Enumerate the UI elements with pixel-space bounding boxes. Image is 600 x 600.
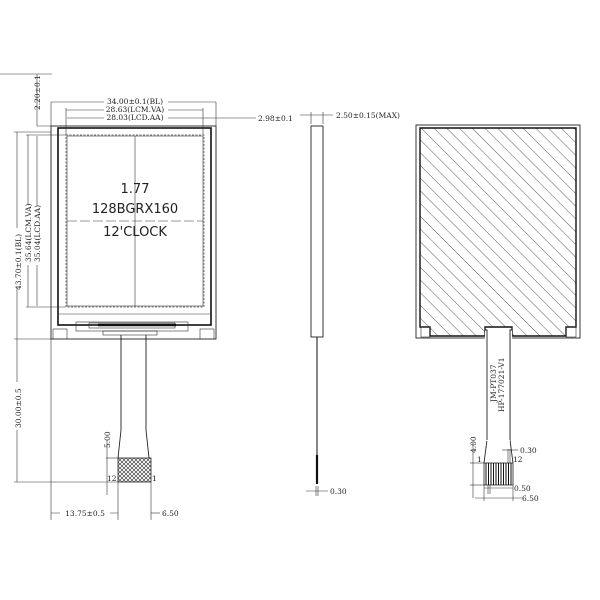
- dim-width-aa: 28.03(LCD.AA): [106, 113, 163, 122]
- dim-height-bl: 43.70±0.1(BL): [14, 234, 23, 290]
- dim-fpc-length: 30.00±0.5: [14, 388, 23, 428]
- active-area: [65, 134, 205, 308]
- fpc-revision: HP-177021-V1: [497, 357, 506, 412]
- dim-back-fpc-width: 6.50: [522, 494, 539, 503]
- backlight-hatched: [419, 127, 577, 337]
- driver-ic-area: [75, 321, 189, 332]
- dim-fpc-thickness: 0.30: [330, 487, 347, 496]
- fpc-part-number: JM-PT037: [489, 364, 498, 403]
- back-fpc-contacts: [483, 449, 514, 486]
- dim-pitch: 0.50: [514, 484, 531, 493]
- panel-size-label: 1.77: [121, 182, 150, 197]
- fpc-cable: [117, 335, 150, 459]
- dim-width-va: 28.63(LCM.VA): [106, 105, 165, 114]
- module-outline: [50, 125, 217, 340]
- back-view: JM-PT037 HP-177021-V1 1 12 4.00 0.30: [415, 124, 581, 503]
- dim-fpc-left-offset: 13.75±0.5: [65, 509, 105, 518]
- dim-pin-width: 0.30: [520, 446, 537, 455]
- dim-thickness: 2.50±0.15(MAX): [336, 111, 400, 120]
- back-pin-label-12: 12: [513, 455, 523, 464]
- dim-right-offset: 2.98±0.1: [258, 114, 293, 123]
- dim-height-va: 35.64(LCM.VA): [24, 203, 33, 262]
- dim-back-tip-length: 4.00: [469, 436, 478, 453]
- pin-label-12: 12: [107, 474, 117, 483]
- dim-height-aa: 35.04(LCD.AA): [33, 205, 42, 262]
- front-view: 12 1 1.77 128BGRX160 12'CLOCK 34.00±0.1(…: [0, 73, 293, 520]
- dim-width-bl: 34.00±0.1(BL): [107, 97, 163, 106]
- resolution-label: 128BGRX160: [92, 202, 178, 217]
- dim-top-offset: 2.20±0.1: [33, 75, 42, 110]
- dim-fpc-width: 6.50: [162, 509, 179, 518]
- back-pin-label-1: 1: [477, 455, 482, 464]
- side-profile: [310, 125, 324, 338]
- dim-fpc-tip: 5.00: [103, 431, 112, 448]
- orientation-label: 12'CLOCK: [103, 225, 167, 240]
- fpc-contacts: [117, 457, 152, 483]
- side-view: 2.50±0.15(MAX) 0.30: [300, 111, 400, 496]
- pin-label-1: 1: [152, 474, 157, 483]
